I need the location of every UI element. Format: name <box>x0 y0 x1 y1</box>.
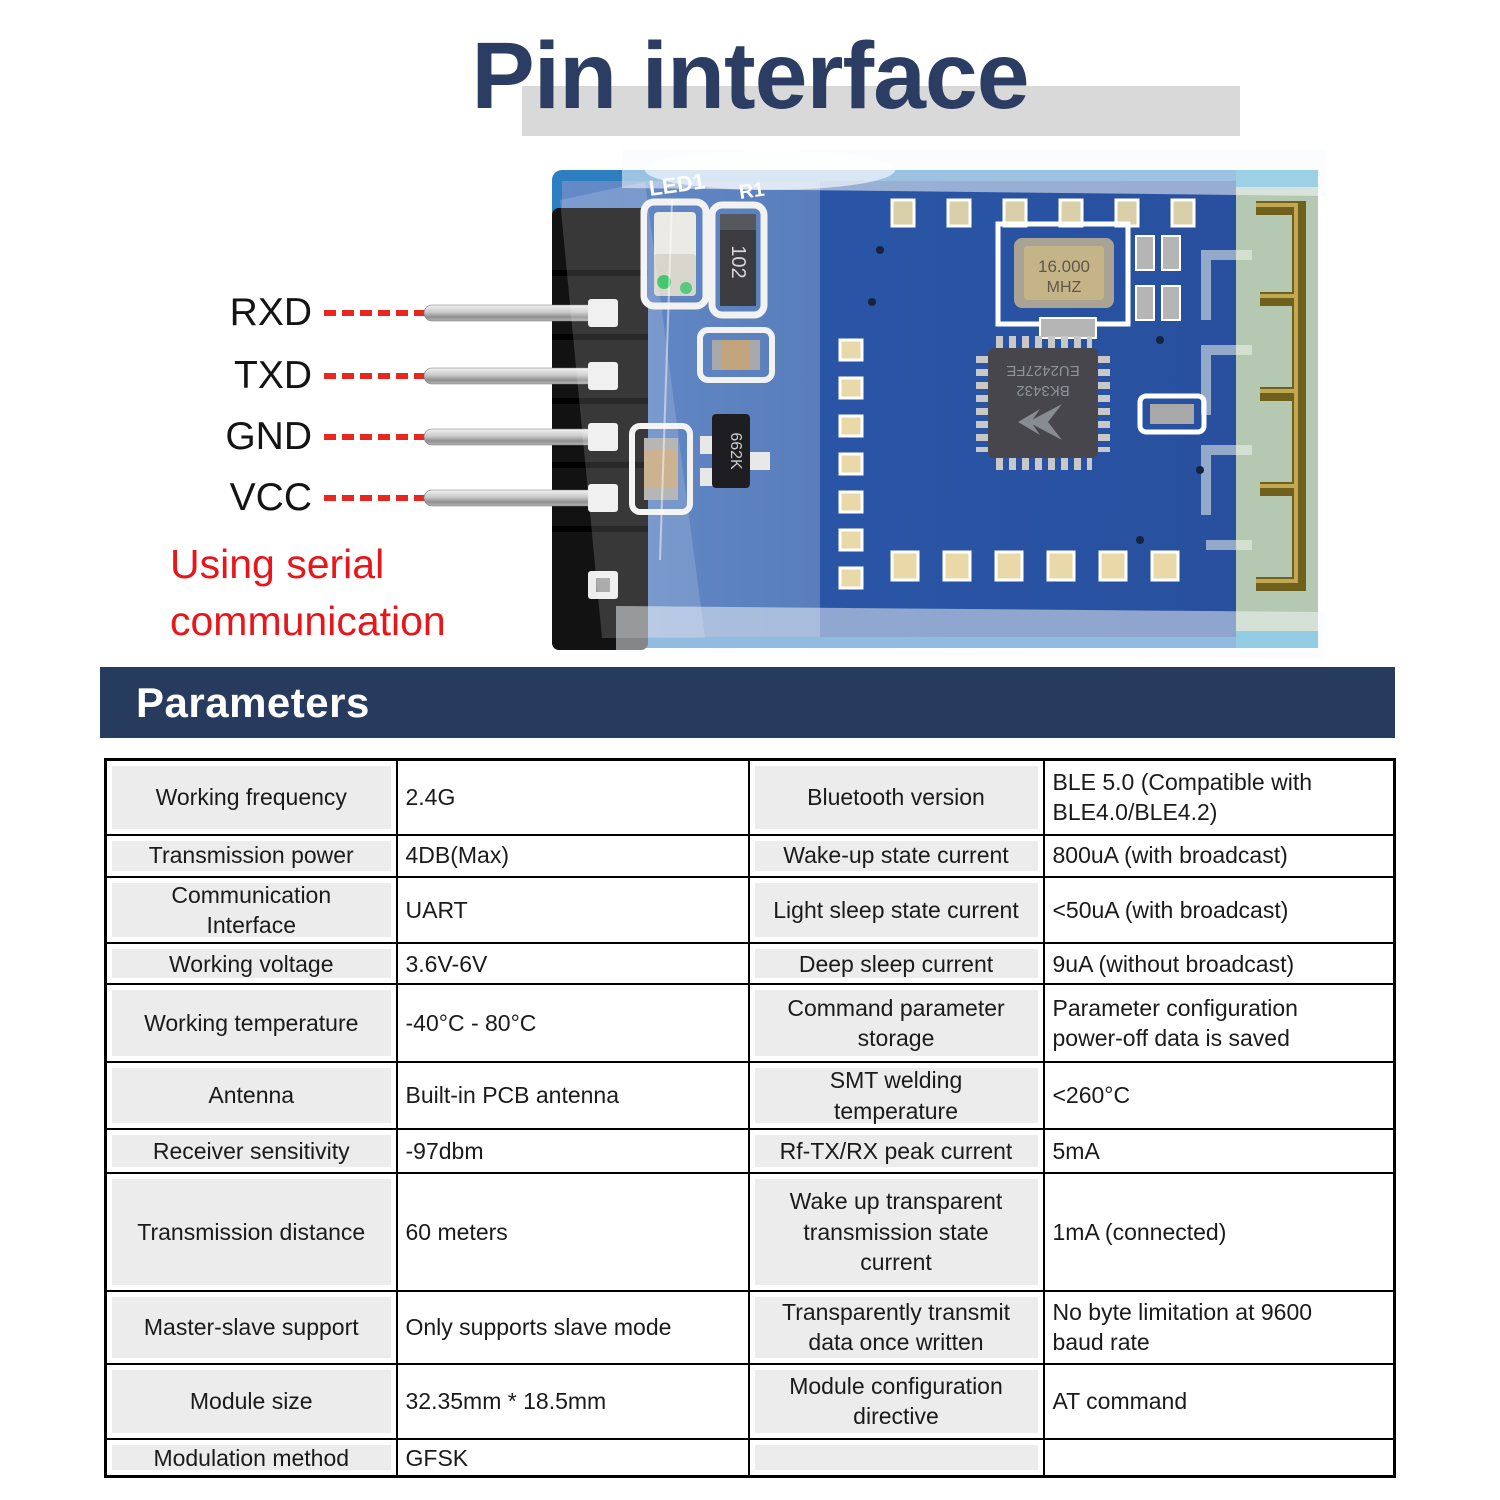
transistor-code: 662K <box>727 432 744 470</box>
param-value-cell: -97dbm <box>395 1127 750 1174</box>
pin-rod-gnd <box>423 428 611 446</box>
passive-right-of-chip <box>1137 393 1207 435</box>
pin-row-vcc: VCC <box>150 476 426 520</box>
vias <box>868 246 1204 544</box>
param-value-cell: <50uA (with broadcast) <box>1042 875 1396 945</box>
param-label-cell: Wake-up state current <box>747 833 1045 878</box>
param-label-cell: SMT welding temperature <box>747 1061 1045 1130</box>
param-value-cell: 5mA <box>1042 1127 1396 1174</box>
param-value-cell: 4DB(Max) <box>395 833 750 878</box>
param-value-cell: 60 meters <box>395 1171 750 1292</box>
chip-logo <box>1028 404 1062 440</box>
pin-label: RXD <box>229 291 312 334</box>
param-label-cell: Rf-TX/RX peak current <box>747 1127 1045 1174</box>
module-pins <box>423 299 618 512</box>
bluetooth-module-photo: LED1 R1 102 <box>423 150 1326 658</box>
pin-rod-vcc <box>423 489 611 507</box>
crystal-unit: MHZ <box>1047 279 1082 296</box>
param-value-cell: 2.4G <box>395 758 750 836</box>
param-value-cell: Only supports slave mode <box>395 1289 750 1365</box>
pin-label: VCC <box>229 476 312 519</box>
pin-label: TXD <box>234 354 312 397</box>
param-label-cell: Working temperature <box>104 983 398 1064</box>
parameters-banner: Parameters <box>100 667 1395 738</box>
capacitor-mid <box>697 327 775 383</box>
pin-row-rxd: RXD <box>150 291 426 335</box>
pin-leader-dashes <box>324 310 426 316</box>
param-value-cell: -40°C - 80°C <box>395 983 750 1064</box>
param-label-cell <box>747 1437 1045 1478</box>
pin-leader-dashes <box>324 495 426 501</box>
param-label-cell: Command parameter storage <box>747 983 1045 1064</box>
crystal-oscillator: 16.000 MHZ <box>995 221 1181 339</box>
param-value-cell: BLE 5.0 (Compatible with BLE4.0/BLE4.2) <box>1042 758 1396 836</box>
param-value-cell: Built-in PCB antenna <box>395 1061 750 1130</box>
parameters-heading: Parameters <box>136 679 370 726</box>
param-label-cell: Bluetooth version <box>747 758 1045 836</box>
param-label-cell: Modulation method <box>104 1437 398 1478</box>
chip-text-line2: BK3432 <box>1016 382 1069 399</box>
param-value-cell: <260°C <box>1042 1061 1396 1130</box>
pin-label: GND <box>225 415 312 458</box>
param-value-cell: 9uA (without broadcast) <box>1042 942 1396 986</box>
crystal-frequency: 16.000 <box>1038 257 1090 276</box>
transistor: 662K <box>700 414 770 488</box>
param-label-cell: Deep sleep current <box>747 942 1045 986</box>
param-label-cell: Antenna <box>104 1061 398 1130</box>
resistor-code: 102 <box>727 245 749 278</box>
param-value-cell: 800uA (with broadcast) <box>1042 833 1396 878</box>
param-value-cell: GFSK <box>395 1437 750 1478</box>
title-highlight <box>522 86 1240 136</box>
module-pads <box>838 198 1196 590</box>
param-label-cell: Wake up transparent transmission state c… <box>747 1171 1045 1292</box>
param-value-cell: AT command <box>1042 1362 1396 1440</box>
serial-note: Using serial communication <box>170 536 446 649</box>
resistor-r1: R1 102 <box>708 179 768 319</box>
param-value-cell: No byte limitation at 9600 baud rate <box>1042 1289 1396 1365</box>
param-label-cell: Communication Interface <box>104 875 398 945</box>
param-value-cell: 3.6V-6V <box>395 942 750 986</box>
param-label-cell: Module size <box>104 1362 398 1440</box>
pin-leader-dashes <box>324 434 426 440</box>
pin-leader-dashes <box>324 373 426 379</box>
chip-text-line1: EU2427FE <box>1006 362 1079 379</box>
param-label-cell: Transmission distance <box>104 1171 398 1292</box>
chip-bk3432: EU2427FE BK3432 <box>976 336 1110 470</box>
param-label-cell: Receiver sensitivity <box>104 1127 398 1174</box>
pin-row-gnd: GND <box>150 415 426 459</box>
param-value-cell: 32.35mm * 18.5mm <box>395 1362 750 1440</box>
serial-note-line2: communication <box>170 597 446 644</box>
pin-row-txd: TXD <box>150 354 426 398</box>
param-label-cell: Module configuration directive <box>747 1362 1045 1440</box>
param-label-cell: Transmission power <box>104 833 398 878</box>
param-label-cell: Working frequency <box>104 758 398 836</box>
param-value-cell: Parameter configuration power-off data i… <box>1042 983 1396 1064</box>
param-value-cell: UART <box>395 875 750 945</box>
param-value-cell <box>1042 1437 1396 1478</box>
page-title: Pin interface <box>471 23 1029 129</box>
param-label-cell: Master-slave support <box>104 1289 398 1365</box>
param-label-cell: Light sleep state current <box>747 875 1045 945</box>
param-value-cell: 1mA (connected) <box>1042 1171 1396 1292</box>
serial-note-line1: Using serial <box>170 541 385 587</box>
param-label-cell: Transparently transmit data once written <box>747 1289 1045 1365</box>
param-label-cell: Working voltage <box>104 942 398 986</box>
wrap-sheen <box>560 150 1326 658</box>
